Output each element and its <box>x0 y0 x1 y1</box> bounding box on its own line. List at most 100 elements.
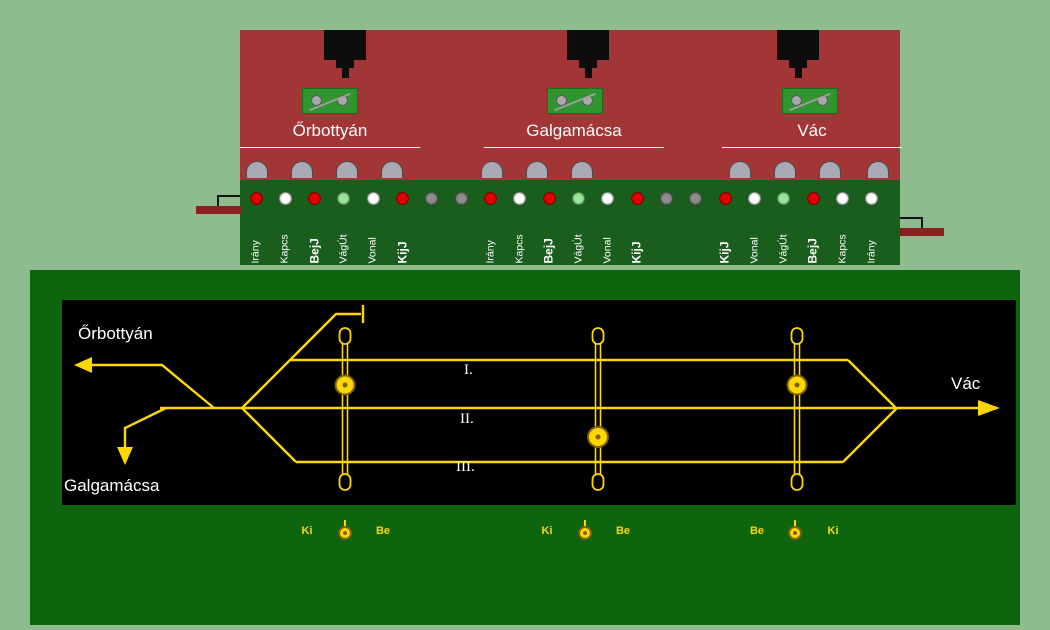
rod-knob-2-dot <box>595 434 601 440</box>
indicator-light-vágút <box>777 192 791 205</box>
knob-ktick-icon <box>584 520 586 527</box>
bell-button-icon[interactable] <box>867 161 889 178</box>
indicator-light-spare <box>660 192 674 205</box>
knob-ktick-icon <box>794 520 796 527</box>
track-3-left-ramp <box>241 407 297 463</box>
indicator-light-spare <box>689 192 703 205</box>
rod-2-top-cap <box>591 327 605 345</box>
left-plug[interactable] <box>196 206 241 214</box>
crank-switch-2[interactable] <box>547 88 603 114</box>
indicator-light-kijj <box>396 192 410 205</box>
knob-label-ki: Ki <box>541 525 553 537</box>
station-name-1: Őrbottyán <box>240 116 420 148</box>
knob-label-ki: Ki <box>301 525 313 537</box>
light-label-kijj: KijJ <box>395 241 410 264</box>
indicator-light-kapcs <box>836 192 850 205</box>
track-diagram: Őrbottyán Galgamácsa Vác I. II. III. <box>62 300 1016 505</box>
control-board: Őrbottyán Galgamácsa Vác I. II. III. Ki B… <box>30 270 1020 625</box>
right-wire-drop <box>921 217 923 230</box>
signal-switch-knob-2[interactable] <box>577 520 593 542</box>
signal-rod-3 <box>786 327 808 491</box>
light-label-kapcs: Kapcs <box>836 234 849 264</box>
indicator-light-bejj <box>542 192 556 205</box>
knob-ktick-icon <box>344 520 346 527</box>
indicator-light-bejj <box>308 192 322 205</box>
rod-knob-3-dot <box>794 382 800 388</box>
block-instrument-ibox <box>567 30 609 60</box>
signal-switch-knob-3[interactable] <box>787 520 803 542</box>
bell-button-icon[interactable] <box>571 161 593 178</box>
bell-button-icon[interactable] <box>729 161 751 178</box>
block-instrument-ibox <box>777 30 819 60</box>
rod-1-bottom-cap <box>338 473 352 491</box>
arrow-south-galgamacsa-icon <box>117 447 133 465</box>
indicator-light-vágút <box>572 192 586 205</box>
right-wire <box>900 217 923 219</box>
track-1-right-ramp <box>847 359 897 409</box>
station-name-2: Galgamácsa <box>484 116 664 148</box>
bell-button-icon[interactable] <box>526 161 548 178</box>
indicator-light-kijj <box>718 192 732 205</box>
left-wire-drop <box>217 195 219 208</box>
track-label-1: I. <box>464 362 473 378</box>
knob-label-ki: Ki <box>827 525 839 537</box>
light-label-kijj: KijJ <box>717 241 732 264</box>
signal-rod-1 <box>334 327 356 491</box>
bell-button-icon[interactable] <box>774 161 796 178</box>
light-label-vonal: Vonal <box>748 237 761 264</box>
knob-kdot-icon <box>583 531 587 535</box>
indicator-light-vonal <box>601 192 615 205</box>
track-label-3: III. <box>456 459 475 475</box>
track-orbottyan-branch <box>90 363 215 409</box>
light-label-vágút: VágÚt <box>777 234 790 264</box>
knob-label-be: Be <box>615 525 631 537</box>
indicator-light-kapcs <box>513 192 527 205</box>
block-instrument-1 <box>324 30 366 78</box>
indicator-light-vágút <box>337 192 351 205</box>
light-label-vonal: Vonal <box>366 237 379 264</box>
knob-kdot-icon <box>343 531 347 535</box>
signal-switch-knob-1[interactable] <box>337 520 353 542</box>
indicator-light-kijj <box>630 192 644 205</box>
bell-button-icon[interactable] <box>381 161 403 178</box>
arrow-east-vac-icon <box>978 400 1000 416</box>
light-label-vonal: Vonal <box>601 237 614 264</box>
track-lines <box>74 305 1000 465</box>
block-instrument-imid <box>336 60 354 68</box>
track-3-right-ramp <box>842 407 898 463</box>
light-label-irány: Irány <box>249 240 262 264</box>
indicator-light-spare <box>425 192 439 205</box>
block-instrument-imid <box>579 60 597 68</box>
knob-label-be: Be <box>375 525 391 537</box>
block-instrument-istem <box>584 68 592 78</box>
crank-switch-1[interactable] <box>302 88 358 114</box>
bell-button-icon[interactable] <box>291 161 313 178</box>
light-label-kapcs: Kapcs <box>278 234 291 264</box>
rod-3-bottom-cap <box>790 473 804 491</box>
arrow-west-orbottyan-icon <box>74 357 92 373</box>
indicator-light-irány <box>865 192 879 205</box>
track-siding-spur <box>241 312 361 409</box>
diagram-station-left-top: Őrbottyán <box>78 324 153 343</box>
track-diagram-svg <box>74 305 1000 491</box>
bell-button-icon[interactable] <box>819 161 841 178</box>
block-instrument-2 <box>567 30 609 78</box>
knob-kdot-icon <box>793 531 797 535</box>
light-label-irány: Irány <box>865 240 878 264</box>
right-plug[interactable] <box>899 228 944 236</box>
light-label-kijj: KijJ <box>629 241 644 264</box>
indicator-light-irány <box>249 192 263 205</box>
knob-label-be: Be <box>749 525 765 537</box>
crank-switch-3[interactable] <box>782 88 838 114</box>
block-instrument-istem <box>794 68 802 78</box>
bell-button-icon[interactable] <box>481 161 503 178</box>
indicator-light-bejj <box>806 192 820 205</box>
block-instrument-3 <box>777 30 819 78</box>
bell-button-icon[interactable] <box>336 161 358 178</box>
bell-button-icon[interactable] <box>246 161 268 178</box>
indicator-light-vonal <box>366 192 380 205</box>
diagram-station-right: Vác <box>951 374 981 393</box>
track-label-2: II. <box>460 411 474 427</box>
